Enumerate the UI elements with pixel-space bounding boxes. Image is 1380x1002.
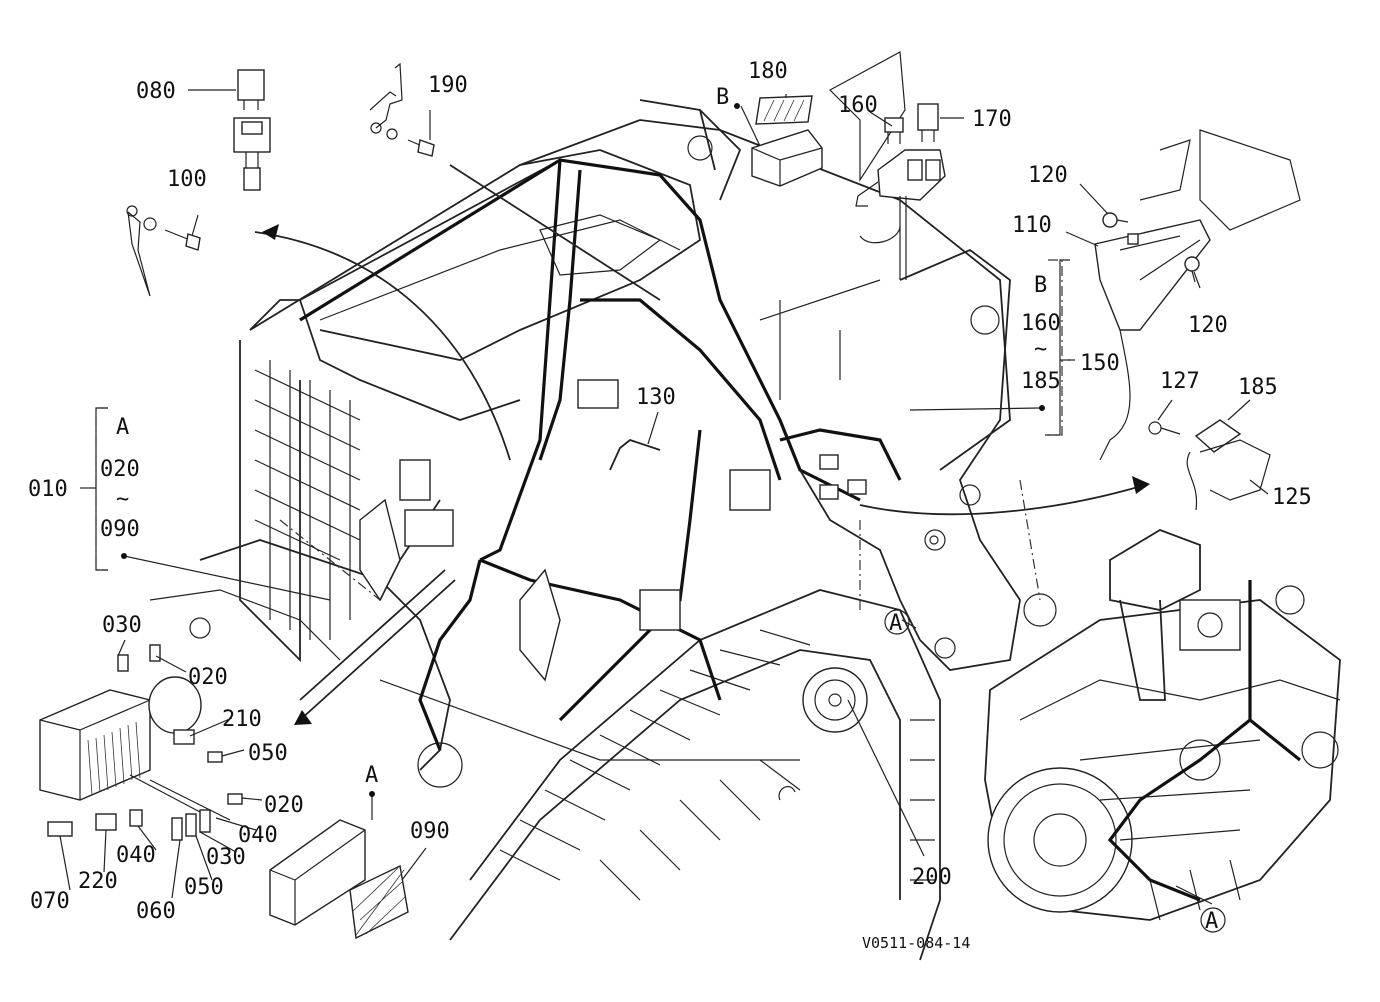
callout-110: 110 [1012,213,1052,238]
callout-070: 070 [30,889,70,914]
callout-b-group: B [1034,273,1047,298]
harness-130 [609,438,661,471]
callout-020-mid: 020 [188,665,228,690]
ref-a-engine: A [1205,909,1218,934]
callout-120-lower: 120 [1188,313,1228,338]
callout-090-group: 090 [100,517,140,542]
callout-060: 060 [136,899,176,924]
engine-drawing [984,529,1341,921]
callout-125: 125 [1272,485,1312,510]
direction-arrows [254,164,1150,725]
callout-210: 210 [222,707,262,732]
bracket-110 [1094,129,1301,461]
leader-lines [59,89,1269,905]
callout-010: 010 [28,477,68,502]
callout-040-right: 040 [238,823,278,848]
callout-120-upper: 120 [1028,163,1068,188]
wiring-harness-drawing [299,158,1301,902]
callout-160: 160 [838,93,878,118]
callout-020-low: 020 [264,793,304,818]
callout-tilde-a: ~ [116,487,129,512]
track-pads [499,629,935,901]
callout-190: 190 [428,73,468,98]
callout-tilde-b: ~ [1034,337,1047,362]
callout-050-low: 050 [184,875,224,900]
callout-127: 127 [1160,369,1200,394]
relay-socket-160-170 [855,103,946,280]
callout-150: 150 [1080,351,1120,376]
bolts-120 [1102,212,1200,283]
callout-180: 180 [748,59,788,84]
cab-grid [254,360,361,640]
callout-040-left: 040 [116,843,156,868]
callout-080: 080 [136,79,176,104]
bracket-outline-b [829,51,906,183]
fuse-block-180 [751,95,823,187]
callout-a-group: A [116,415,129,440]
ground-strap-190 [369,62,435,157]
group-bracket-010 [95,407,108,571]
fuse-box-group [39,644,243,841]
crawler-track-drawing [449,589,941,961]
callout-160-group: 160 [1021,311,1061,336]
callout-170: 170 [972,107,1012,132]
group-bracket-150 [1048,259,1063,436]
relay-080 [233,69,271,191]
callout-185: 185 [1238,375,1278,400]
drawing-code: V0511-084-14 [862,934,970,952]
callout-090: 090 [410,819,450,844]
callout-labels: 080 190 180 160 170 100 B 120 110 120 B … [28,59,1312,952]
ref-a-frame: A [889,611,902,636]
callout-a-module: A [365,763,378,788]
callout-185-group: 185 [1021,369,1061,394]
callout-220: 220 [78,869,118,894]
callout-020-group: 020 [100,457,140,482]
callout-030-top: 030 [102,613,142,638]
bracket-125-127-185 [1148,419,1271,511]
callout-050-right: 050 [248,741,288,766]
callout-030-low: 030 [206,845,246,870]
control-module-a [269,819,409,940]
callout-100: 100 [167,167,207,192]
callout-130: 130 [636,385,676,410]
callout-200: 200 [912,865,952,890]
ground-wire-100 [126,205,201,297]
callout-b-top: B [716,85,729,110]
